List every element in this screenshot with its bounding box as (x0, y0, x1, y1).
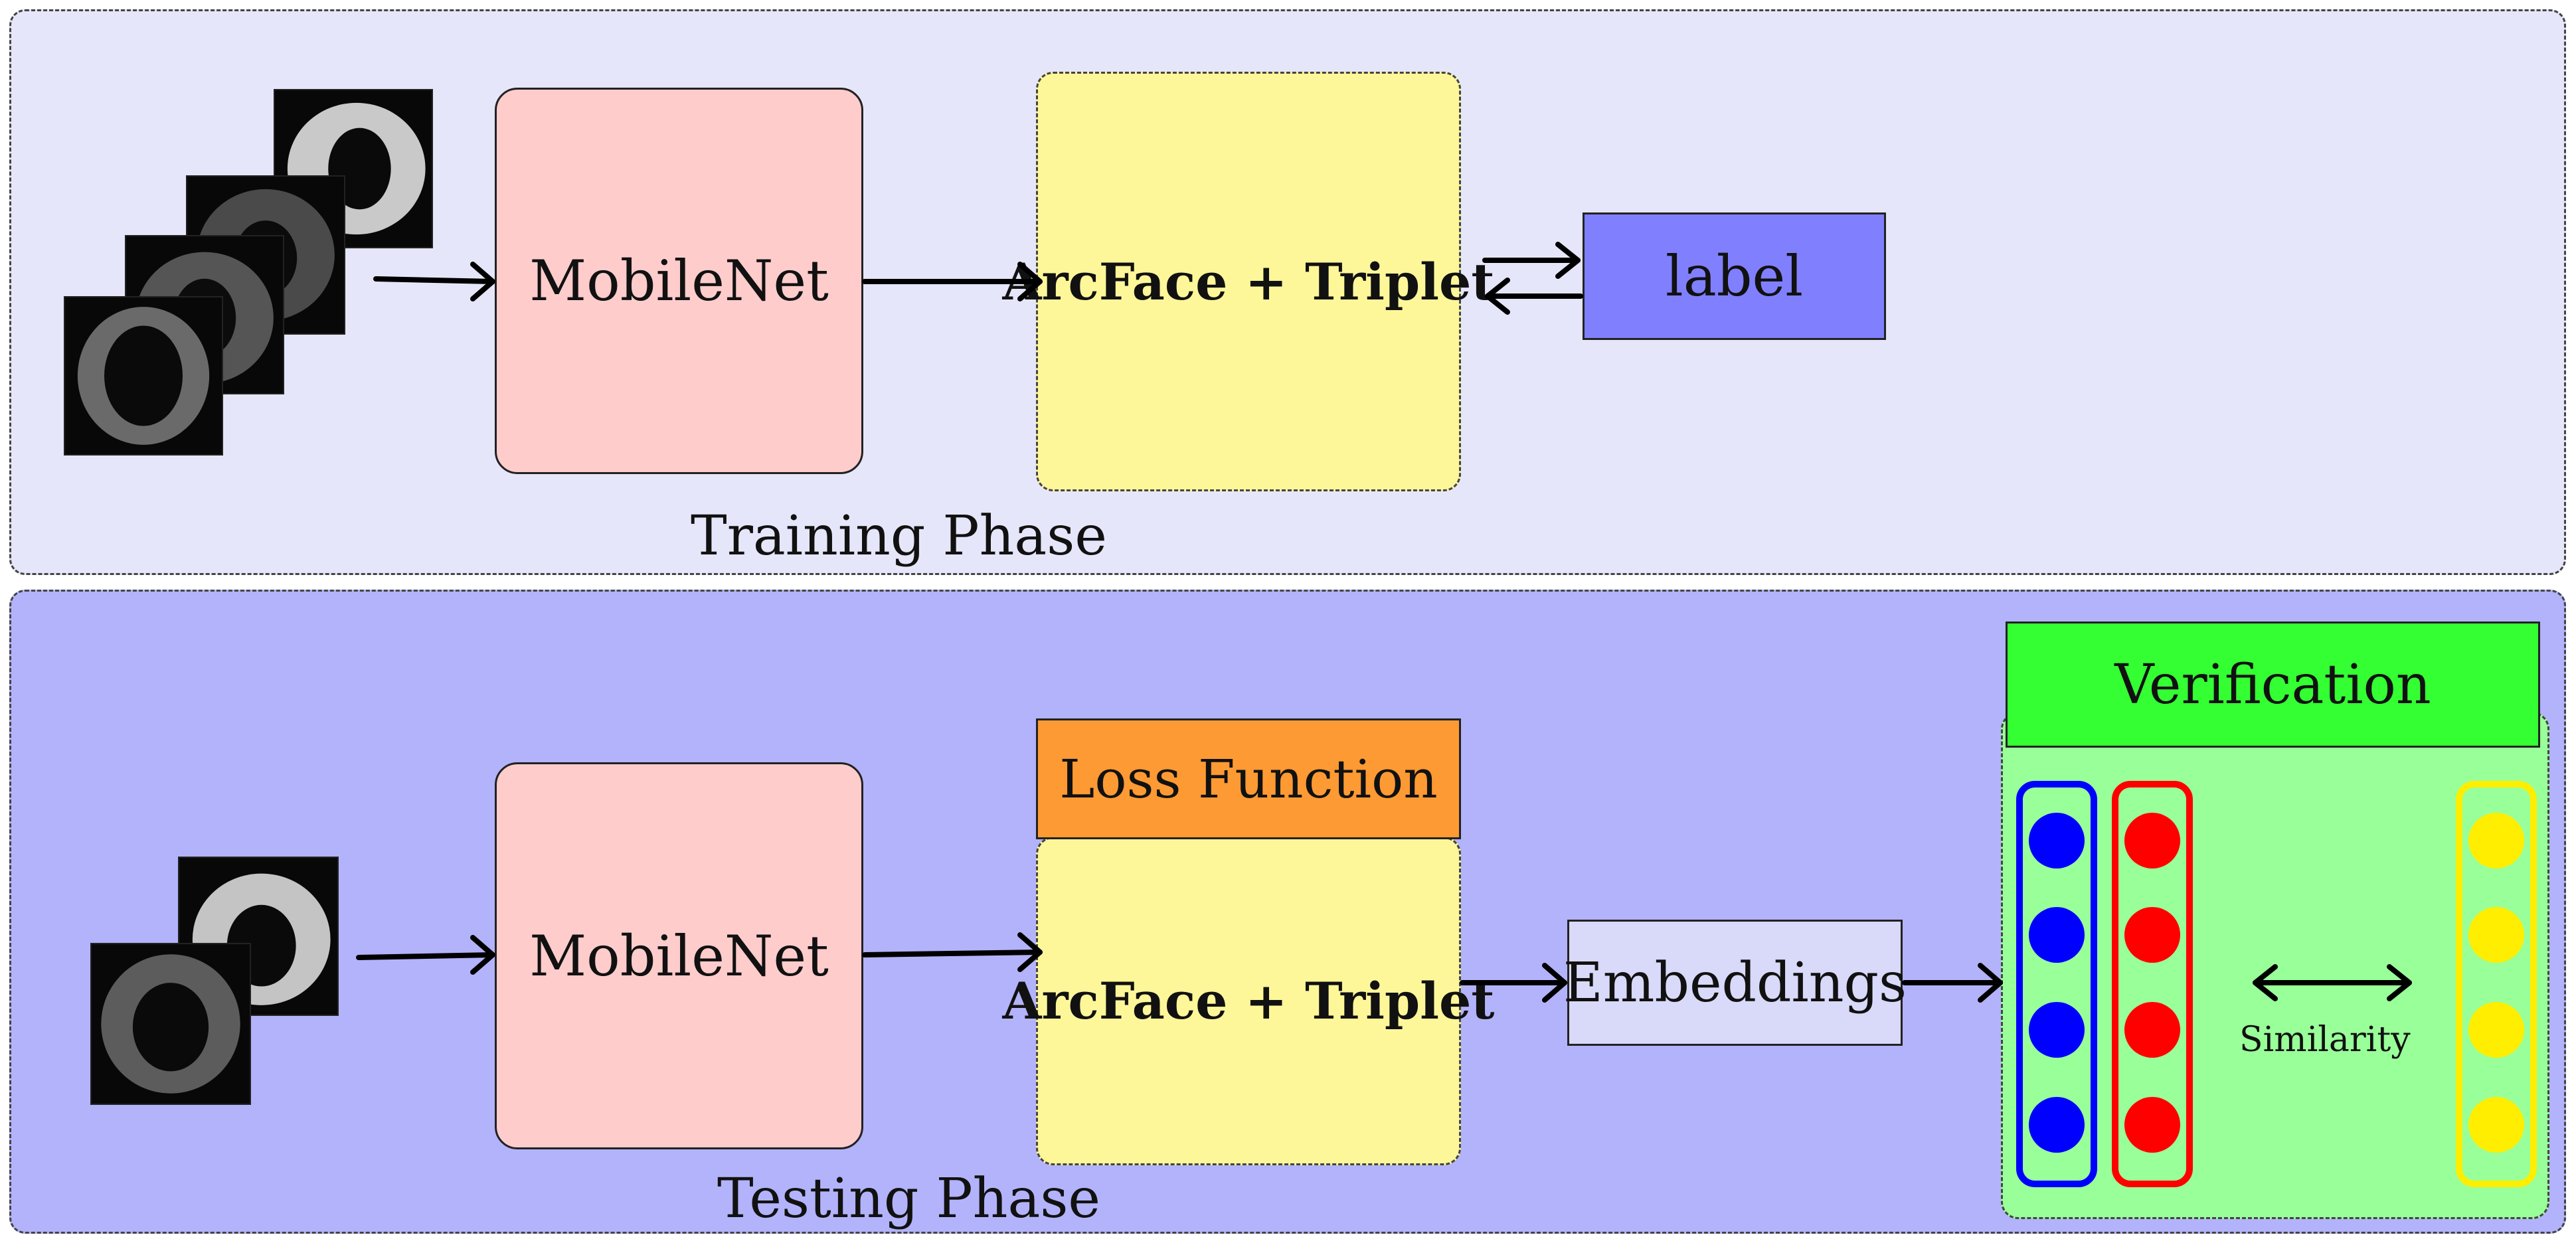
verification-header: Verification (2006, 622, 2540, 748)
yellow-dot (2468, 907, 2524, 963)
yellow-dot (2468, 813, 2524, 869)
yellow-dot (2468, 1002, 2524, 1058)
blue-dot (2029, 907, 2085, 963)
yellow-dot (2468, 1097, 2524, 1153)
training-mobilenet-box: MobileNet (495, 88, 863, 474)
similarity-label: Similarity (2239, 1020, 2411, 1060)
red-embedding-column (2112, 781, 2193, 1187)
blue-embedding-column (2016, 781, 2097, 1187)
testing-phase-label: Testing Phase (717, 1167, 1100, 1230)
testing-loss-box: ArcFace + Triplet (1003, 837, 1494, 1165)
embeddings-box: Embeddings (1563, 920, 1907, 1046)
ring-image-icon (90, 943, 251, 1105)
training-phase-label: Training Phase (691, 505, 1107, 568)
blue-dot (2029, 1002, 2085, 1058)
red-dot (2124, 1097, 2180, 1153)
blue-dot (2029, 1097, 2085, 1153)
red-dot (2124, 813, 2180, 869)
label-box: label (1583, 212, 1886, 340)
testing-mobilenet-box: MobileNet (495, 762, 863, 1149)
red-dot (2124, 1002, 2180, 1058)
blue-dot (2029, 813, 2085, 869)
loss-function-header: Loss Function (1036, 718, 1461, 839)
training-loss-box: ArcFace + Triplet (1003, 72, 1494, 491)
red-dot (2124, 907, 2180, 963)
ring-image-icon (64, 296, 223, 456)
yellow-embedding-column (2456, 781, 2537, 1187)
